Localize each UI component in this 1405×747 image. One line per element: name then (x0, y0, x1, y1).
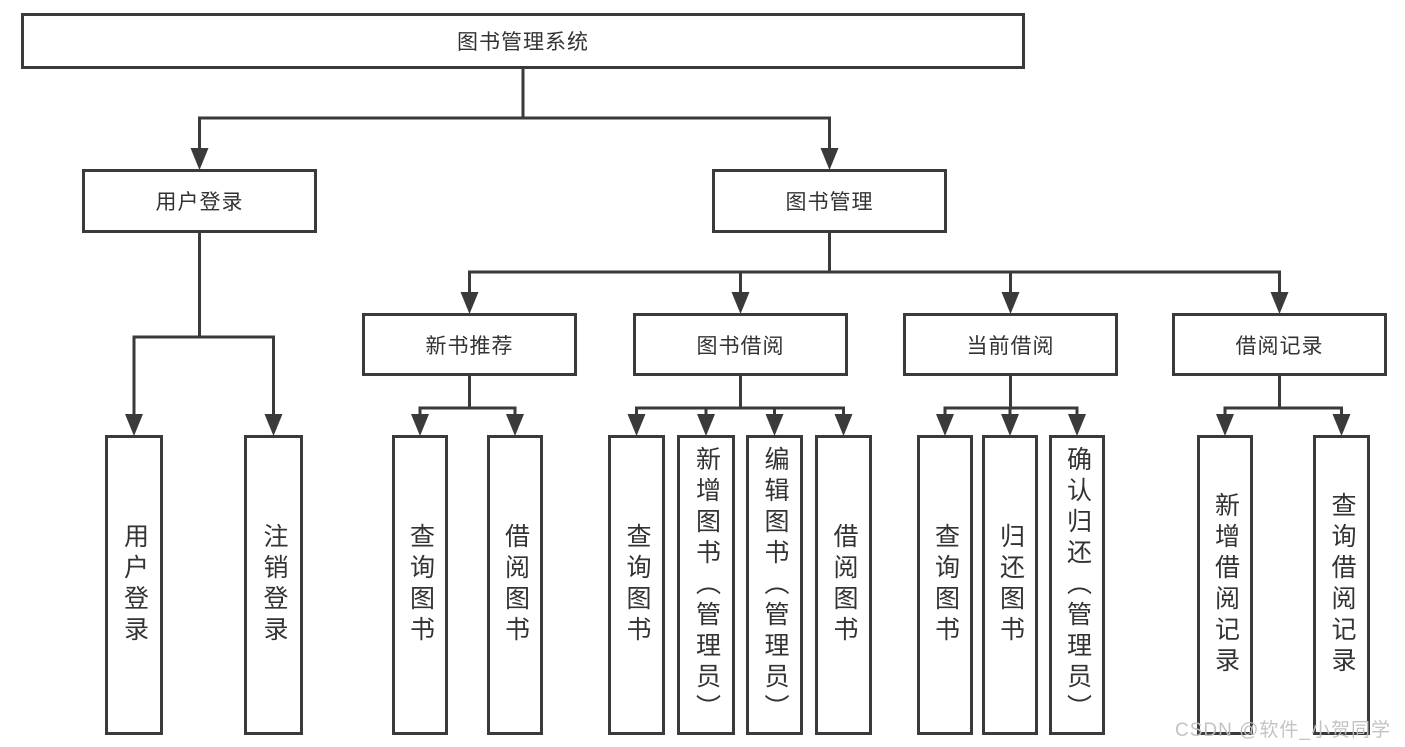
node-add-borrow-record-label: 新增借阅记录 (1211, 492, 1240, 678)
arrowhead-query-books-3-icon (936, 414, 954, 436)
node-query-books-3-box: 查询图书 (917, 435, 973, 735)
arrowhead-query-borrow-record-icon (1332, 414, 1351, 436)
arrowhead-current-borrow-icon (1001, 292, 1020, 314)
arrowhead-edit-books-icon (765, 414, 784, 436)
arrowhead-user-login-icon (190, 148, 209, 170)
node-query-books-1-box: 查询图书 (392, 435, 448, 735)
node-return-books-box: 归还图书 (982, 435, 1038, 735)
node-add-books-box: 新增图书（管理员） (677, 435, 735, 735)
node-edit-books-label: 编辑图书（管理员） (761, 445, 789, 725)
arrowhead-book-borrow-icon (731, 292, 750, 314)
node-query-books-1-label: 查询图书 (406, 523, 435, 647)
node-confirm-return-box: 确认归还（管理员） (1049, 435, 1105, 735)
node-book-borrow-label: 图书借阅 (696, 334, 785, 358)
arrowhead-book-mgmt-icon (820, 148, 839, 170)
node-query-books-3-label: 查询图书 (931, 523, 960, 647)
node-logout-action-box: 注销登录 (244, 435, 303, 735)
node-user-login-label: 用户登录 (155, 191, 244, 214)
node-borrow-records-label: 借阅记录 (1235, 334, 1324, 358)
node-borrow-records-box: 借阅记录 (1172, 313, 1387, 376)
arrowhead-return-books-icon (1001, 414, 1019, 436)
node-edit-books-box: 编辑图书（管理员） (746, 435, 803, 735)
node-confirm-return-label: 确认归还（管理员） (1063, 445, 1092, 725)
node-borrow-books-2-label: 借阅图书 (830, 523, 858, 647)
node-user-login-action-box: 用户登录 (105, 435, 163, 735)
node-system-box: 图书管理系统 (21, 13, 1025, 69)
node-borrow-books-2-box: 借阅图书 (815, 435, 872, 735)
node-query-books-2-box: 查询图书 (608, 435, 665, 735)
arrowhead-logout-action-icon (264, 414, 283, 436)
arrowhead-add-books-icon (697, 414, 715, 436)
node-query-books-2-label: 查询图书 (623, 523, 651, 647)
node-book-mgmt-box: 图书管理 (712, 169, 947, 233)
node-system-label: 图书管理系统 (457, 31, 589, 54)
node-return-books-label: 归还图书 (996, 523, 1025, 647)
node-user-login-action-label: 用户登录 (120, 523, 149, 647)
arrowhead-query-books-1-icon (411, 414, 429, 436)
arrowhead-add-borrow-record-icon (1216, 414, 1234, 436)
node-current-borrow-label: 当前借阅 (966, 334, 1055, 358)
node-query-borrow-record-label: 查询借阅记录 (1328, 492, 1356, 678)
node-new-book-rec-label: 新书推荐 (425, 334, 514, 358)
arrowhead-confirm-return-icon (1068, 414, 1086, 436)
node-borrow-books-1-box: 借阅图书 (487, 435, 543, 735)
node-new-book-rec-box: 新书推荐 (362, 313, 577, 376)
arrowhead-borrow-books-2-icon (834, 414, 853, 436)
node-add-borrow-record-box: 新增借阅记录 (1197, 435, 1253, 735)
arrowhead-new-book-rec-icon (460, 292, 479, 314)
node-borrow-books-1-label: 借阅图书 (501, 523, 530, 647)
arrowhead-borrow-books-1-icon (506, 414, 524, 436)
node-book-mgmt-label: 图书管理 (785, 191, 874, 214)
node-logout-action-label: 注销登录 (260, 523, 288, 647)
node-add-books-label: 新增图书（管理员） (692, 445, 721, 725)
arrowhead-borrow-records-icon (1270, 292, 1289, 314)
node-user-login-box: 用户登录 (82, 169, 317, 233)
node-book-borrow-box: 图书借阅 (633, 313, 848, 376)
arrowhead-query-books-2-icon (627, 414, 646, 436)
arrowhead-user-login-action-icon (125, 414, 143, 436)
watermark: CSDN @软件_小贺同学 (1175, 720, 1391, 741)
node-current-borrow-box: 当前借阅 (903, 313, 1118, 376)
node-query-borrow-record-box: 查询借阅记录 (1313, 435, 1370, 735)
